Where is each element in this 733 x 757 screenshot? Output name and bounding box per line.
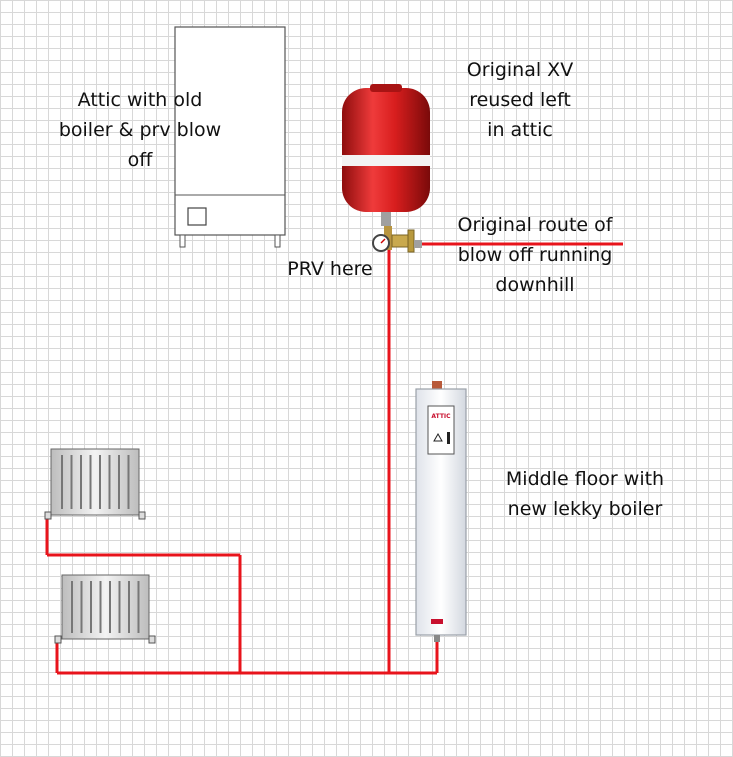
pipework — [45, 242, 623, 675]
old-boiler — [174, 26, 286, 248]
boiler-brand-logo: ATTIC — [431, 413, 451, 420]
prv-valve — [372, 226, 422, 253]
blow-off-route-label: Original route of blow off running downh… — [457, 214, 613, 296]
radiator-upper — [44, 448, 146, 520]
warning-triangle-icon — [433, 432, 443, 442]
expansion-vessel-label: Original XV reused left in attic — [466, 59, 574, 141]
electric-boiler: ATTIC — [415, 381, 467, 642]
attic-label: Attic with old boiler & prv blow off — [58, 89, 222, 171]
boiler-display-icon — [187, 207, 207, 226]
expansion-vessel — [342, 84, 430, 226]
prv-label: PRV here — [287, 258, 373, 280]
middle-floor-label: Middle floor with new lekky boiler — [505, 468, 665, 520]
radiator-lower — [54, 574, 156, 644]
